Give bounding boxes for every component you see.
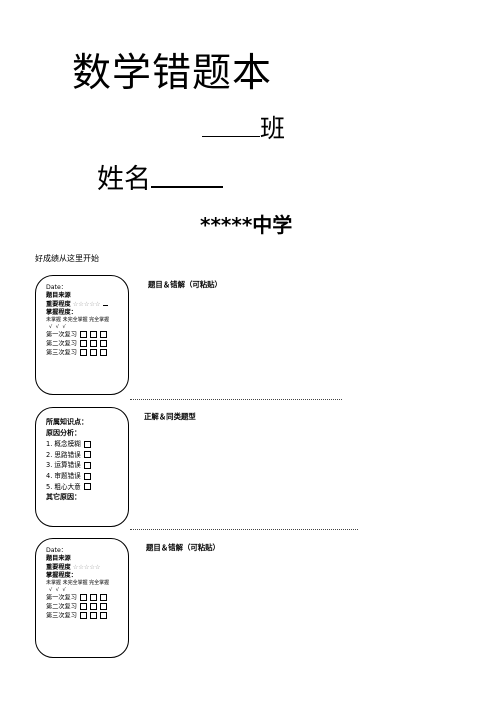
checkbox[interactable]	[83, 461, 91, 469]
checkbox[interactable]	[99, 330, 107, 338]
source-label: 题目来源	[46, 292, 71, 300]
checkbox[interactable]	[99, 339, 107, 347]
reason-text: 3. 运算错误	[46, 461, 81, 470]
checkbox[interactable]	[99, 348, 107, 356]
name-line: 姓名	[97, 166, 223, 193]
star-rating[interactable]: ☆☆☆☆☆	[72, 563, 101, 571]
importance-row: 重要程度 ☆☆☆☆☆	[46, 564, 128, 572]
checkbox[interactable]	[99, 611, 107, 619]
record-card-1: Date： 题目来源 重要程度 ☆☆☆☆☆ 掌握程度： 未掌握 未完全掌握 完全…	[35, 275, 129, 395]
reason-text: 5. 粗心大意	[46, 482, 81, 491]
mastery-levels: 未掌握 未完全掌握 完全掌握	[46, 317, 110, 324]
importance-label: 重要程度	[46, 563, 71, 571]
notebook-title: 数学错题本	[72, 51, 273, 96]
review-row-2: 第二次复习	[46, 339, 128, 349]
mastery-label: 掌握程度：	[46, 572, 77, 580]
mastery-ticks[interactable]: √ √ √	[49, 324, 67, 331]
reason-item: 2. 思路错误	[46, 450, 128, 461]
reason-text: 2. 思路错误	[46, 450, 81, 459]
school-name: *****中学	[200, 213, 293, 237]
checkbox[interactable]	[79, 348, 87, 356]
knowledge-label: 所属知识点：	[46, 418, 88, 426]
section-heading-solution: 正解＆同类题型	[144, 412, 196, 421]
reason-item: 5. 粗心大意	[46, 482, 128, 493]
review-label: 第三次复习	[46, 349, 77, 357]
reason-item: 4. 审题错误	[46, 471, 128, 482]
reason-item: 1. 概念模糊	[46, 439, 128, 450]
checkbox[interactable]	[89, 593, 97, 601]
date-label: Date：	[46, 284, 67, 291]
checkbox[interactable]	[79, 602, 87, 610]
source-label: 题目来源	[46, 555, 71, 563]
analysis-card: 所属知识点： 原因分析： 1. 概念模糊 2. 思路错误 3. 运算错误 4. …	[35, 407, 129, 527]
review-row-2: 第二次复习	[46, 602, 128, 612]
class-blank[interactable]	[202, 136, 260, 137]
record-card-2: Date： 题目来源 重要程度 ☆☆☆☆☆ 掌握程度： 未掌握 未完全掌握 完全…	[35, 538, 129, 658]
class-suffix: 班	[260, 114, 286, 143]
checkbox[interactable]	[79, 611, 87, 619]
mastery-label: 掌握程度：	[46, 309, 77, 317]
section-heading-problem-2: 题目＆错解（可粘贴）	[146, 543, 220, 552]
reason-text: 1. 概念模糊	[46, 440, 81, 449]
class-line: 班	[202, 116, 285, 141]
reason-text: 4. 审题错误	[46, 472, 81, 481]
other-reason-label: 其它原因：	[46, 493, 81, 502]
review-row-3: 第三次复习	[46, 611, 128, 621]
checkbox[interactable]	[79, 339, 87, 347]
importance-row: 重要程度 ☆☆☆☆☆	[46, 301, 128, 309]
checkbox[interactable]	[79, 330, 87, 338]
mastery-ticks[interactable]: √ √ √	[49, 587, 67, 594]
divider	[130, 399, 342, 400]
review-row-1: 第一次复习	[46, 330, 128, 340]
date-label: Date：	[46, 547, 67, 554]
star-rating[interactable]: ☆☆☆☆☆	[72, 300, 101, 308]
mastery-levels: 未掌握 未完全掌握 完全掌握	[46, 580, 110, 587]
checkbox[interactable]	[89, 348, 97, 356]
review-label: 第二次复习	[46, 340, 77, 348]
checkbox[interactable]	[99, 602, 107, 610]
section-heading-problem: 题目＆错解（可粘贴）	[148, 280, 222, 289]
review-label: 第二次复习	[46, 603, 77, 611]
checkbox[interactable]	[83, 451, 91, 459]
checkbox[interactable]	[89, 339, 97, 347]
reason-item: 3. 运算错误	[46, 460, 128, 471]
name-blank[interactable]	[151, 186, 223, 188]
review-label: 第一次复习	[46, 594, 77, 602]
importance-label: 重要程度	[46, 300, 71, 308]
checkbox[interactable]	[99, 593, 107, 601]
review-label: 第三次复习	[46, 612, 77, 620]
checkbox[interactable]	[89, 330, 97, 338]
checkbox[interactable]	[83, 483, 91, 491]
checkbox[interactable]	[89, 611, 97, 619]
review-row-1: 第一次复习	[46, 593, 128, 603]
checkbox[interactable]	[83, 472, 91, 480]
importance-blank	[103, 304, 109, 306]
checkbox[interactable]	[79, 593, 87, 601]
cause-label: 原因分析：	[46, 429, 81, 438]
divider	[130, 529, 358, 530]
review-label: 第一次复习	[46, 331, 77, 339]
checkbox[interactable]	[83, 440, 91, 448]
name-label: 姓名	[97, 164, 151, 195]
checkbox[interactable]	[89, 602, 97, 610]
tagline: 好成绩从这里开始	[35, 254, 99, 263]
review-row-3: 第三次复习	[46, 348, 128, 358]
